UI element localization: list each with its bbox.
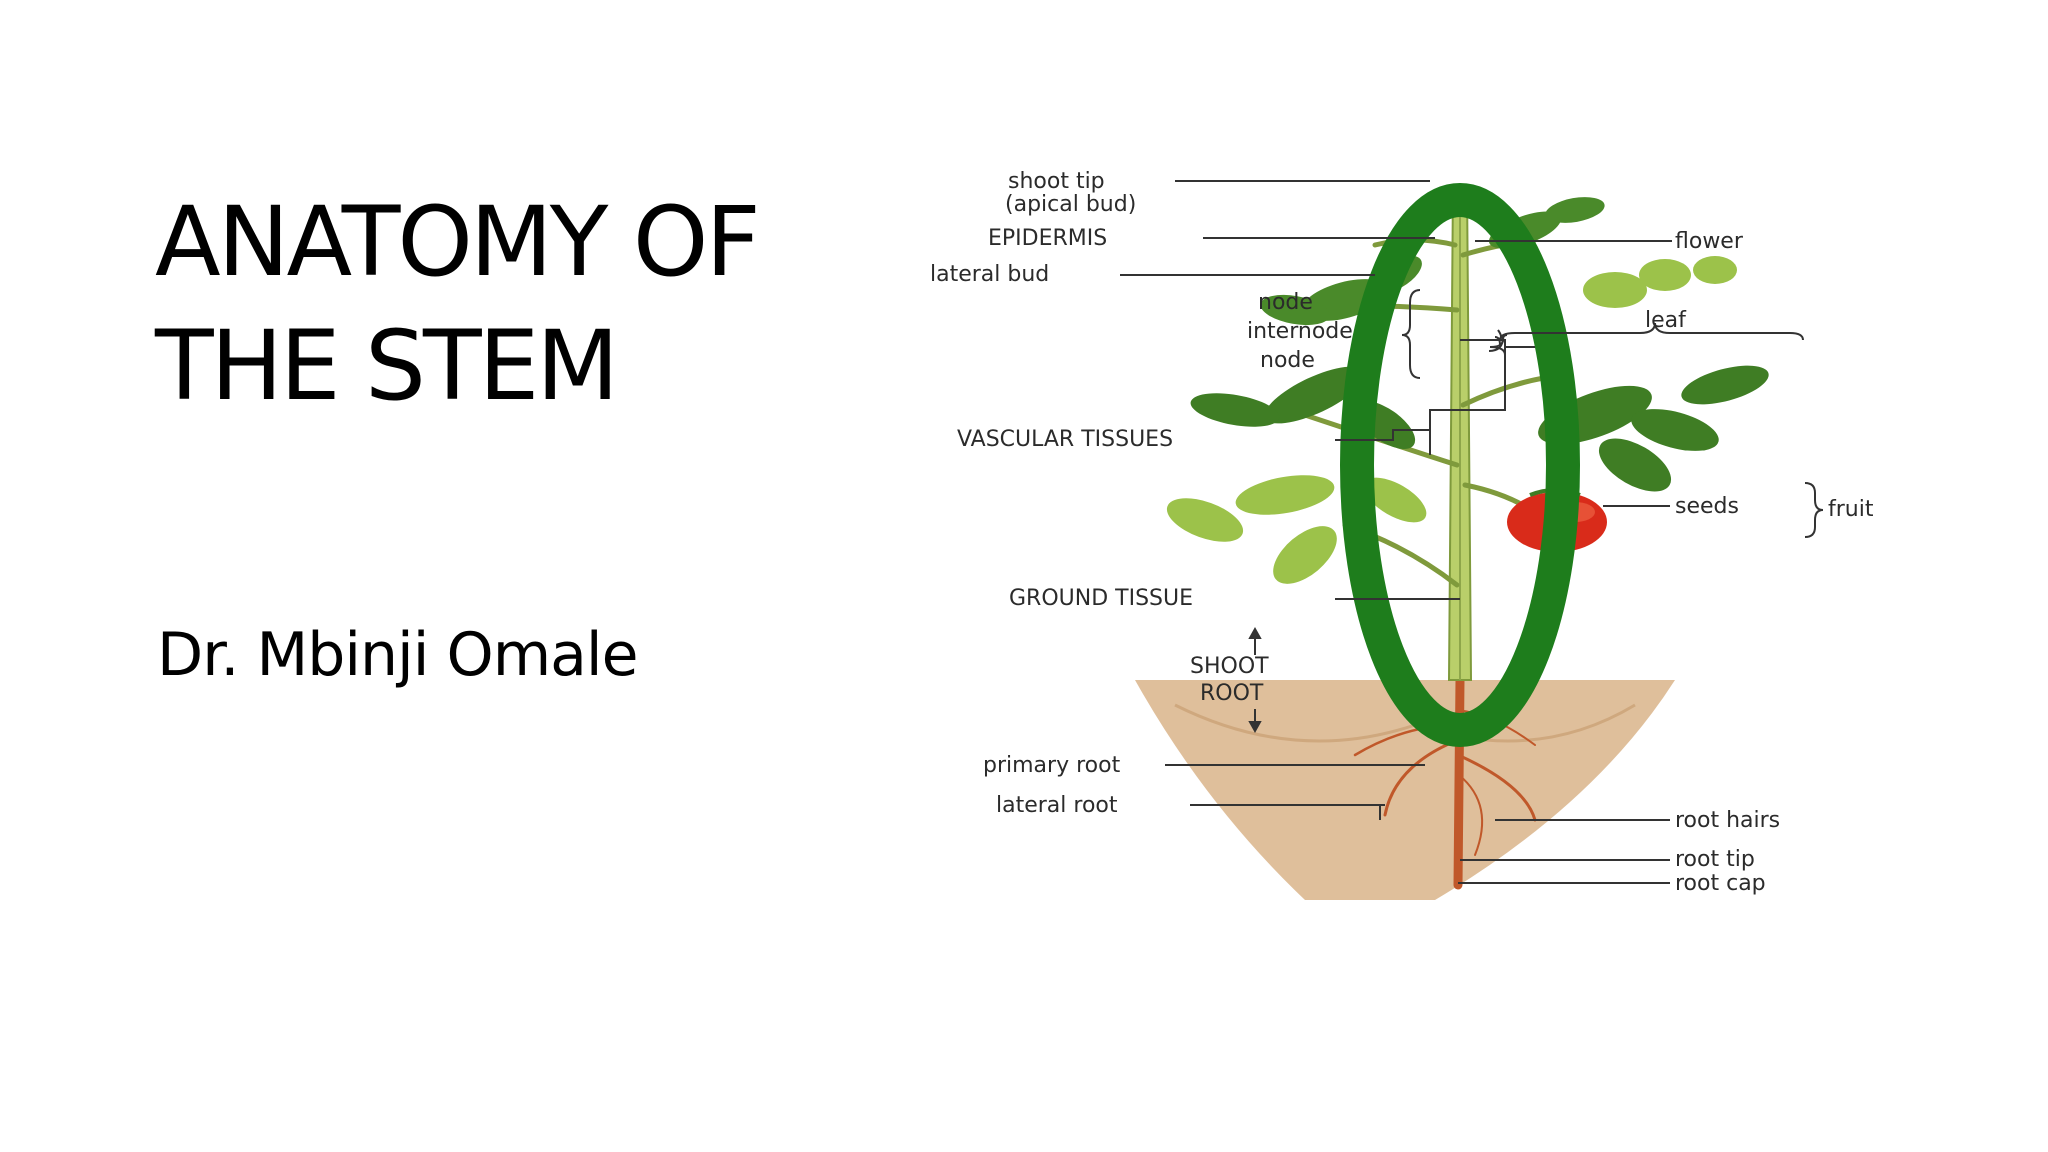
shoot-root-arrows	[1248, 626, 1262, 734]
label-lateral-bud: lateral bud	[930, 262, 1049, 287]
fruit-brace	[1804, 482, 1824, 538]
label-fruit: fruit	[1828, 497, 1874, 522]
slide-subtitle: Dr. Mbinji Omale	[157, 620, 638, 690]
label-primary-root: primary root	[983, 753, 1121, 778]
title-line-2: THE STEM	[155, 310, 619, 422]
title-line-1: ANATOMY OF	[155, 186, 761, 298]
stem-highlight-ring	[1340, 183, 1580, 747]
label-vascular-tissues: VASCULAR TISSUES	[957, 427, 1173, 452]
label-root: ROOT	[1200, 681, 1264, 706]
label-leaf: leaf	[1645, 308, 1687, 333]
label-internode: internode	[1247, 319, 1353, 344]
slide-title: ANATOMY OF THE STEM	[155, 180, 795, 428]
label-ground-tissue: GROUND TISSUE	[1009, 586, 1193, 611]
label-apical-bud: (apical bud)	[1005, 192, 1136, 217]
label-epidermis: EPIDERMIS	[988, 226, 1107, 251]
leader-lines	[1120, 180, 1672, 884]
label-seeds: seeds	[1675, 494, 1739, 519]
plant-anatomy-diagram: shoot tip (apical bud) EPIDERMIS lateral…	[875, 165, 1910, 910]
label-node-upper: node	[1258, 290, 1313, 315]
leaf-brace	[1499, 322, 1804, 341]
internode-brace	[1401, 289, 1421, 379]
label-node-lower: node	[1260, 348, 1315, 373]
label-root-tip: root tip	[1675, 847, 1755, 872]
label-lateral-root: lateral root	[996, 793, 1118, 818]
label-shoot: SHOOT	[1190, 654, 1269, 679]
soil	[1135, 680, 1675, 900]
label-shoot-tip: shoot tip	[1008, 169, 1105, 194]
label-root-cap: root cap	[1675, 871, 1766, 896]
label-flower: flower	[1675, 229, 1744, 254]
label-root-hairs: root hairs	[1675, 808, 1780, 833]
